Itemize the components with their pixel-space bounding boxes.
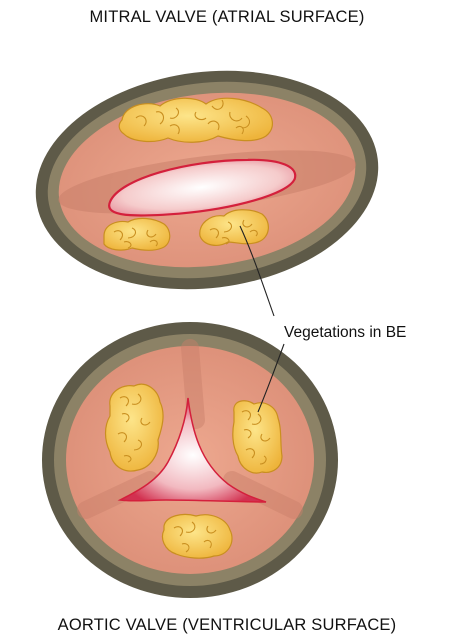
vegetation-blob bbox=[233, 401, 282, 473]
vegetation-blob bbox=[106, 384, 164, 471]
vegetation-blob bbox=[119, 98, 272, 142]
aortic-valve-title: AORTIC VALVE (VENTRICULAR SURFACE) bbox=[0, 616, 454, 635]
vegetation-blob bbox=[163, 514, 233, 558]
vegetations-callout-label: Vegetations in BE bbox=[284, 324, 406, 342]
vegetation-blob bbox=[104, 218, 170, 250]
mitral-valve-illustration bbox=[23, 52, 391, 308]
